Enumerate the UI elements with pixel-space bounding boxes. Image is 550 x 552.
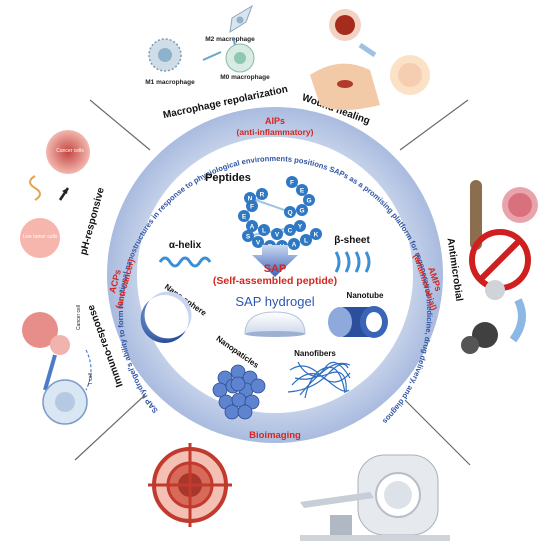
peptide-residue-bead <box>246 220 258 232</box>
peptide-residue-letter: K <box>314 232 319 239</box>
sap-hydrogel-label: SAP hydrogel <box>235 294 314 309</box>
alpha-helix-label: α-helix <box>169 240 202 251</box>
peptide-residue-letter: Q <box>287 210 292 217</box>
cancer-cells-label: Cancer cells <box>56 148 84 154</box>
peptide-residue-bead <box>258 224 270 236</box>
m0-macrophage-icon <box>225 43 255 73</box>
peptide-residue-bead <box>303 194 315 206</box>
tumor-target-icon <box>148 443 232 527</box>
nanotube-label: Nanotube <box>347 291 384 300</box>
antimicrobial-label: Antimicrobial <box>445 237 465 302</box>
mri-scanner-icon <box>300 454 450 541</box>
aips-sub-label: (anti-inflammatory) <box>237 127 314 137</box>
m2-macrophage-icon <box>229 4 253 33</box>
t-cell-label: T cell <box>88 373 94 385</box>
m2-label: M2 macrophage <box>205 36 255 43</box>
peptide-residue-letter: F <box>250 204 254 211</box>
nanoparticle <box>224 404 240 420</box>
peptide-residue-bead <box>286 176 298 188</box>
peptide-residue-letter: F <box>290 180 294 187</box>
nanotube-shape <box>328 306 388 338</box>
sap-full-label: (Self-assembled peptide) <box>213 275 337 287</box>
antimicrobial-icon <box>461 180 538 354</box>
peptide-residue-letter: A <box>250 224 255 231</box>
peptide-residue-bead <box>242 230 254 242</box>
peptide-residue-bead <box>310 228 322 240</box>
nanofibers-label: Nanofibers <box>294 349 336 358</box>
peptide-residue-bead <box>238 210 250 222</box>
divider-lines <box>74 99 471 466</box>
peptide-residue-letter: E <box>242 214 247 221</box>
nanoparticle <box>237 404 253 420</box>
peptide-residue-bead <box>256 188 268 200</box>
peptide-residue-bead <box>296 204 308 216</box>
peptides-label: Peptides <box>205 172 251 184</box>
ph-responsive-label: pH-responsive <box>78 186 107 256</box>
sap-label: SAP <box>264 263 287 275</box>
nanoparticle <box>250 378 266 394</box>
peptide-residue-letter: G <box>299 208 304 215</box>
peptide-chain: FEGGQNRFEALVCYSVEVALK <box>238 176 322 252</box>
live-cells-label: Live tumor cells <box>23 234 58 240</box>
nanoparticle <box>230 376 246 392</box>
beta-sheet-shape <box>334 251 371 273</box>
assembly-arrow <box>252 245 298 277</box>
wound-healing-icon <box>310 9 430 110</box>
hydrogel-dome <box>244 311 306 335</box>
immuno-response-icon: T cell Cancer cell <box>22 305 94 425</box>
bioimaging-label: Bioimaging <box>249 430 301 441</box>
peptide-residue-letter: G <box>306 198 311 205</box>
peptide-residue-bead <box>288 238 300 250</box>
peptide-residue-letter: V <box>256 240 261 247</box>
alpha-helix-shape <box>158 256 212 268</box>
peptide-residue-letter: A <box>292 242 297 249</box>
peptide-residue-letter: C <box>288 228 293 235</box>
cancer-cell-small-label: Cancer cell <box>76 305 82 330</box>
peptide-residue-bead <box>294 220 306 232</box>
peptide-residue-bead <box>252 236 264 248</box>
peptide-residue-letter: R <box>260 192 265 199</box>
nanoparticles-cluster <box>212 364 266 420</box>
peptide-residue-letter: V <box>275 232 280 239</box>
peptide-residue-letter: N <box>248 196 253 203</box>
peptide-residue-letter: L <box>304 238 308 245</box>
peptide-residue-bead <box>296 184 308 196</box>
macrophage-arrow <box>202 51 222 61</box>
ph-responsive-icon: Cancer cells Live tumor cells <box>20 130 90 258</box>
peptide-residue-bead <box>271 228 283 240</box>
peptide-residue-letter: S <box>246 234 251 241</box>
peptide-residue-letter: Y <box>298 224 303 231</box>
peptide-residue-letter: E <box>300 188 305 195</box>
m1-macrophage-icon <box>148 38 182 72</box>
aips-label: AIPs <box>265 116 285 126</box>
macrophage-arrow-2 <box>232 36 236 46</box>
peptide-residue-bead <box>284 224 296 236</box>
m1-label: M1 macrophage <box>145 79 195 86</box>
nanofibers-mesh <box>287 361 351 399</box>
peptide-residue-bead <box>300 234 312 246</box>
m0-label: M0 macrophage <box>220 74 270 81</box>
nanosphere-shape <box>140 300 186 343</box>
beta-sheet-label: β-sheet <box>334 235 370 246</box>
peptide-residue-letter: L <box>262 228 266 235</box>
peptide-residue-bead <box>284 206 296 218</box>
peptide-residue-bead <box>246 200 258 212</box>
